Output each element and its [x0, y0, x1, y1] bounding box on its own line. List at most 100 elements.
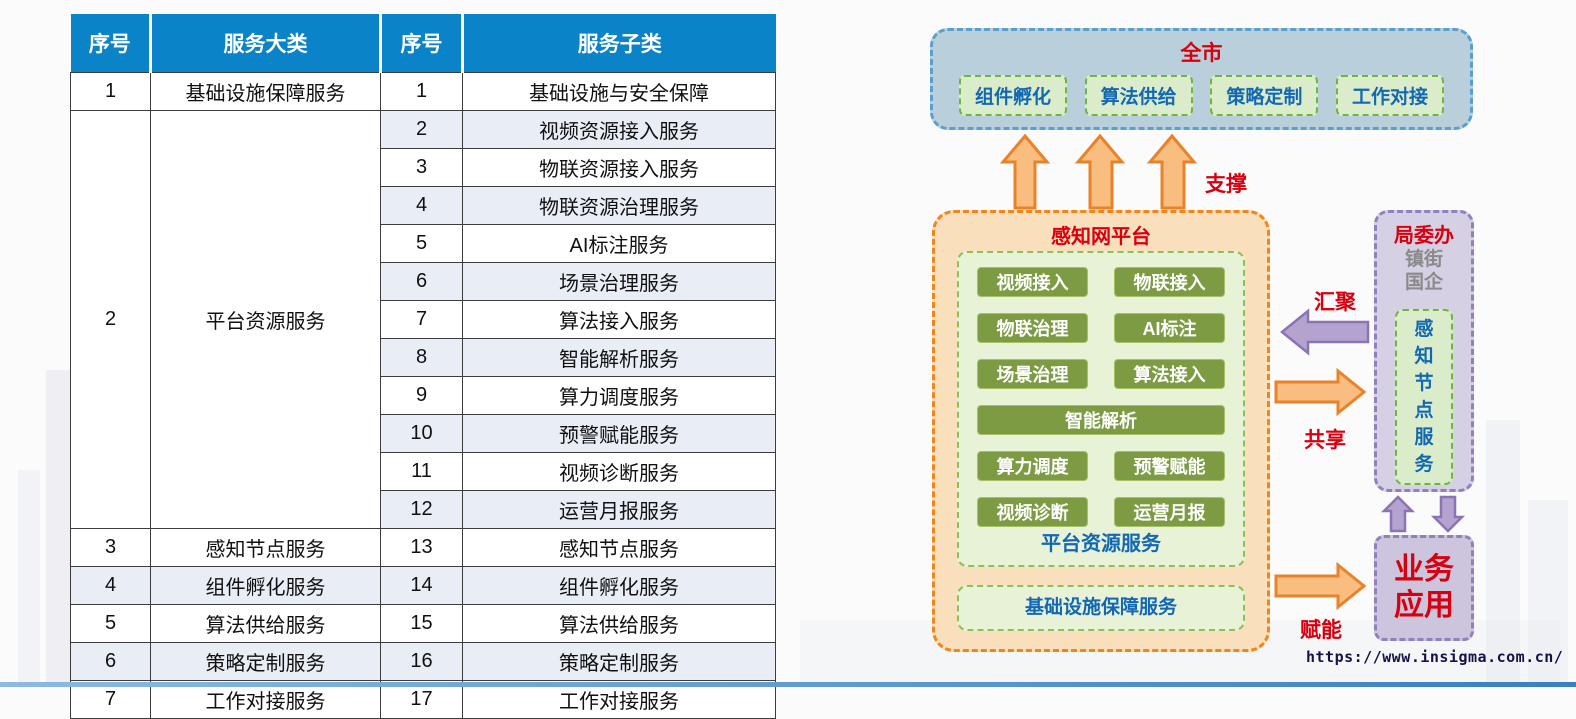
module-button: AI标注 [1114, 313, 1225, 343]
sub-name-cell: 感知节点服务 [462, 528, 776, 567]
header-subcategory: 服务子类 [462, 14, 776, 73]
module-button: 视频诊断 [977, 497, 1088, 527]
sub-no-cell: 12 [380, 490, 463, 529]
skyline-shape [18, 470, 40, 682]
support-label: 支撑 [1205, 173, 1247, 196]
module-button: 算法接入 [1114, 359, 1225, 389]
business-application-label: 业务应用 [1394, 553, 1454, 622]
platform-title: 感知网平台 [1051, 226, 1151, 248]
gather-label: 汇聚 [1314, 291, 1356, 314]
sub-no-cell: 1 [380, 72, 463, 111]
sub-name-cell: 基础设施与安全保障 [462, 72, 776, 111]
city-items: 组件孵化算法供给策略定制工作对接 [933, 67, 1470, 116]
sub-no-cell: 2 [380, 110, 463, 149]
bottom-accent-bar [0, 682, 1576, 687]
sub-name-cell: 算法接入服务 [462, 300, 776, 339]
sensing-node-box: 感知节点服务 [1395, 309, 1453, 485]
city-title: 全市 [1180, 42, 1223, 65]
category-cell: 基础设施保障服务 [150, 72, 381, 111]
category-cell: 感知节点服务 [150, 528, 381, 567]
node-up-arrow-icon [1380, 495, 1416, 533]
city-service-chip: 组件孵化 [959, 75, 1068, 116]
business-application-box: 业务应用 [1374, 535, 1474, 641]
support-arrow-3-icon [1146, 133, 1198, 210]
bureau-line3: 国企 [1404, 272, 1443, 293]
skyline-shape [1528, 500, 1568, 682]
platform-resources-label: 平台资源服务 [1041, 533, 1161, 555]
sub-no-cell: 14 [380, 566, 463, 605]
sub-name-cell: 运营月报服务 [462, 490, 776, 529]
sub-no-cell: 16 [380, 642, 463, 681]
category-cell: 组件孵化服务 [150, 566, 381, 605]
sub-no-cell: 9 [380, 376, 463, 415]
module-button: 预警赋能 [1114, 451, 1225, 481]
sub-name-cell: 视频资源接入服务 [462, 110, 776, 149]
sub-name-cell: 组件孵化服务 [462, 566, 776, 605]
category-cell: 算法供给服务 [150, 604, 381, 643]
sensing-node-label: 感知节点服务 [1414, 319, 1434, 475]
skyline-shape [1486, 420, 1520, 682]
sub-no-cell: 10 [380, 414, 463, 453]
sub-no-cell: 7 [380, 300, 463, 339]
module-button: 物联接入 [1114, 267, 1225, 297]
support-arrow-2-icon [1074, 133, 1126, 210]
sub-no-cell: 11 [380, 452, 463, 491]
support-arrow-1-icon [999, 133, 1051, 210]
empower-label: 赋能 [1300, 619, 1342, 642]
city-service-chip: 算法供给 [1084, 75, 1193, 116]
watermark-url: https://www.insigma.com.cn/ [1306, 648, 1564, 666]
infrastructure-box: 基础设施保障服务 [957, 585, 1245, 631]
sub-no-cell: 4 [380, 186, 463, 225]
module-button: 视频接入 [977, 267, 1088, 297]
share-arrow-icon [1274, 367, 1367, 417]
sub-name-cell: 物联资源接入服务 [462, 148, 776, 187]
city-box: 全市 组件孵化算法供给策略定制工作对接 [930, 28, 1473, 130]
city-service-chip: 策略定制 [1210, 75, 1319, 116]
sub-name-cell: 视频诊断服务 [462, 452, 776, 491]
category-no-cell: 2 [70, 110, 151, 529]
category-cell: 平台资源服务 [150, 110, 381, 529]
sub-name-cell: 智能解析服务 [462, 338, 776, 377]
node-down-arrow-icon [1430, 495, 1466, 533]
city-service-chip: 工作对接 [1335, 75, 1444, 116]
sub-name-cell: 算法供给服务 [462, 604, 776, 643]
sub-name-cell: AI标注服务 [462, 224, 776, 263]
module-button: 算力调度 [977, 451, 1088, 481]
module-button: 场景治理 [977, 359, 1088, 389]
sub-name-cell: 预警赋能服务 [462, 414, 776, 453]
sub-name-cell: 物联资源治理服务 [462, 186, 776, 225]
category-no-cell: 1 [70, 72, 151, 111]
empower-arrow-icon [1274, 561, 1367, 611]
module-button: 物联治理 [977, 313, 1088, 343]
sub-no-cell: 6 [380, 262, 463, 301]
sub-name-cell: 策略定制服务 [462, 642, 776, 681]
header-no-1: 序号 [70, 14, 152, 73]
header-category: 服务大类 [150, 14, 382, 73]
bureau-line2: 镇街 [1404, 249, 1443, 270]
bureau-title: 局委办 [1394, 225, 1454, 247]
category-no-cell: 6 [70, 642, 151, 681]
sub-no-cell: 13 [380, 528, 463, 567]
architecture-diagram: 全市 组件孵化算法供给策略定制工作对接 支撑 感知网平台 视频接入物联接入物联治… [930, 28, 1564, 666]
module-button: 运营月报 [1114, 497, 1225, 527]
share-label: 共享 [1304, 429, 1346, 452]
